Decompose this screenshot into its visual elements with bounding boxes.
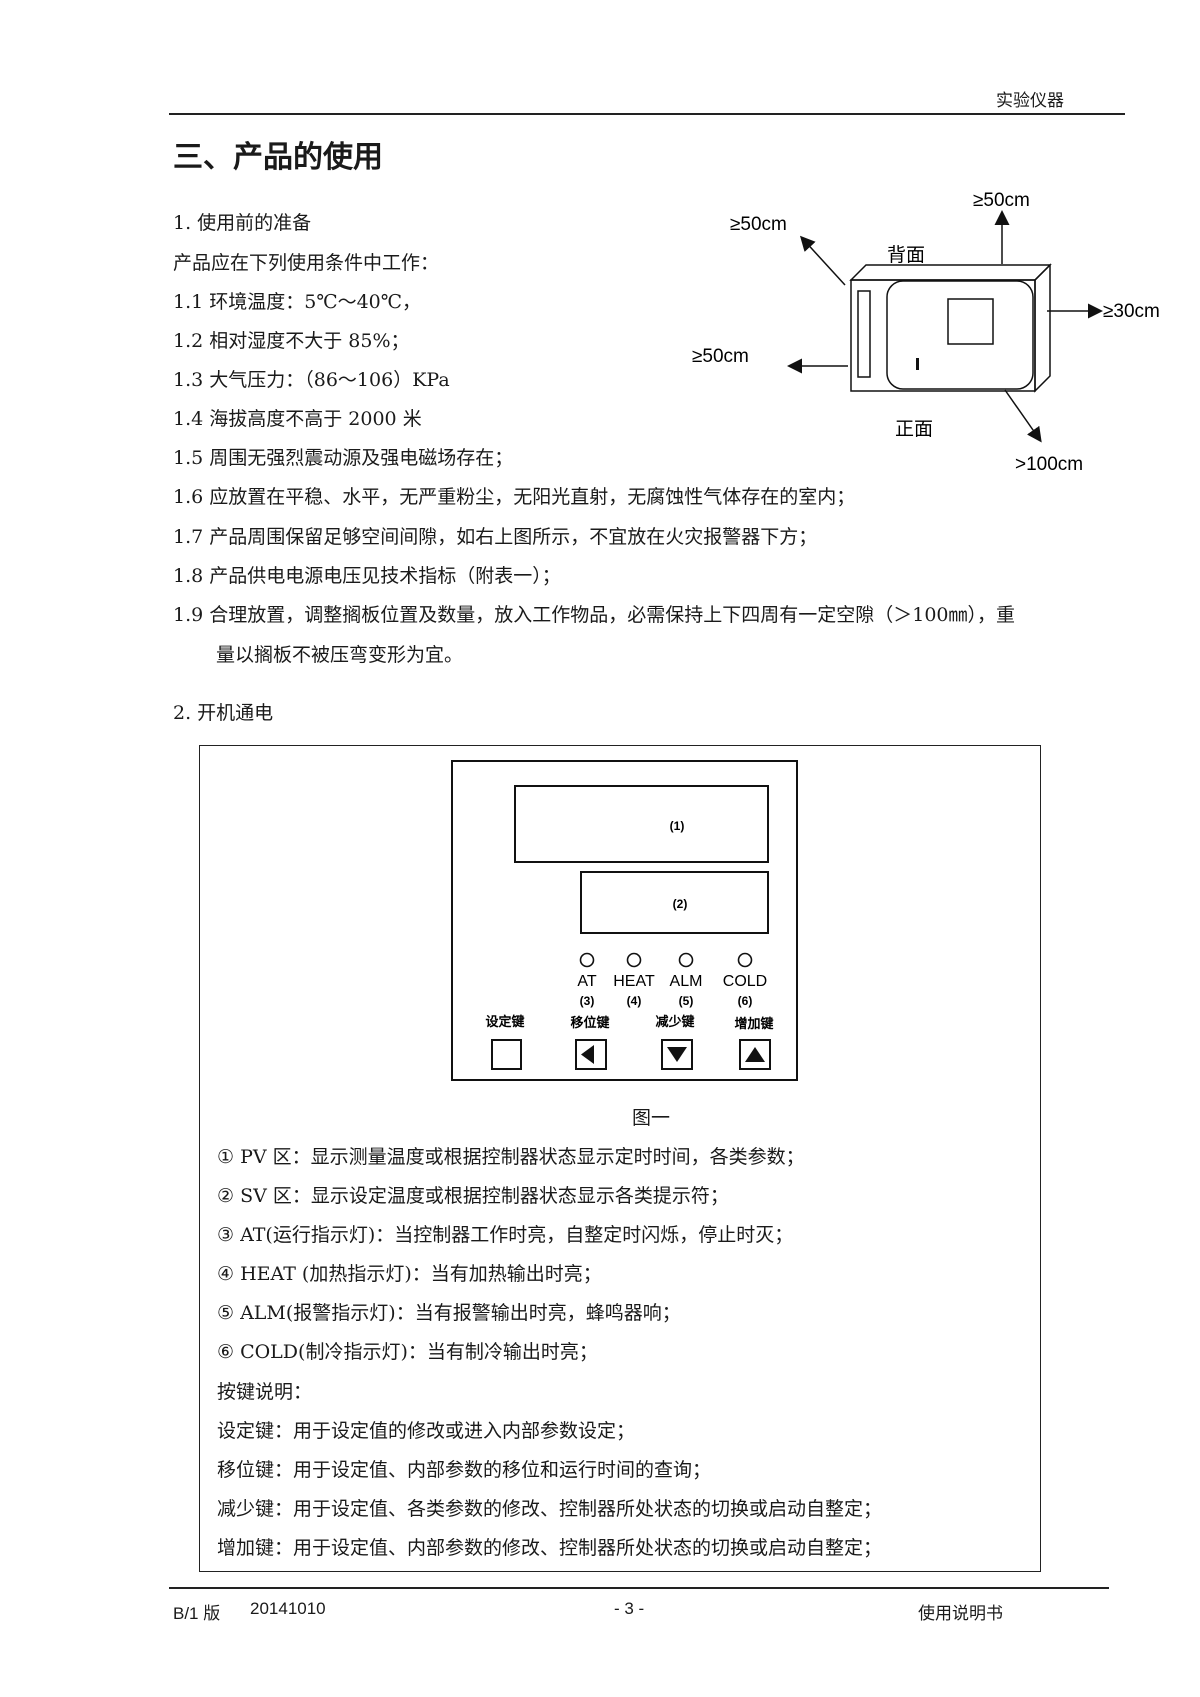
figure-frame: [199, 745, 1041, 1572]
up-key: [739, 1039, 771, 1070]
prep-heading: 1. 使用前的准备: [173, 212, 312, 234]
prep-intro: 产品应在下列使用条件中工作：: [173, 252, 440, 274]
header-label: 实验仪器: [996, 91, 1064, 111]
legend-sv: ② SV 区：显示设定温度或根据控制器状态显示各类提示符；: [217, 1185, 729, 1207]
arrow-back-left: [799, 235, 846, 286]
prep-item-1-5: 1.5 周围无强烈震动源及强电磁场存在；: [173, 447, 514, 469]
set-key: [491, 1039, 522, 1070]
heat-label: HEAT: [613, 973, 655, 990]
power-on-heading: 2. 开机通电: [173, 702, 274, 724]
shift-key-label: 移位键: [570, 1015, 609, 1030]
legend-cold: ⑥ COLD(制冷指示灯)：当有制冷输出时亮；: [217, 1341, 598, 1363]
up-key-label: 增加键: [734, 1016, 773, 1031]
prep-item-1-7: 1.7 产品周围保留足够空间间隙，如右上图所示，不宜放在火灾报警器下方；: [173, 526, 818, 548]
sv-display-label: (2): [673, 897, 688, 911]
at-indicator: [579, 952, 595, 968]
cold-label: COLD: [723, 973, 767, 990]
label-front: 正面: [895, 419, 933, 440]
prep-item-1-8: 1.8 产品供电电源电压见技术指标（附表一）；: [173, 565, 561, 587]
legend-up-key: 增加键：用于设定值、内部参数的修改、控制器所处状态的切换或启动自整定；: [217, 1537, 883, 1559]
pv-display: [514, 785, 769, 863]
footer-version: B/1 版: [173, 1604, 221, 1623]
label-right: ≥30cm: [1103, 301, 1160, 322]
label-back-left: ≥50cm: [730, 214, 787, 235]
legend-set-key: 设定键：用于设定值的修改或进入内部参数设定；: [217, 1420, 636, 1442]
figure-caption: 图一: [632, 1107, 671, 1129]
legend-pv: ① PV 区：显示测量温度或根据控制器状态显示定时时间，各类参数；: [217, 1146, 805, 1168]
door-handle: [916, 358, 919, 370]
down-arrow-icon: [667, 1047, 687, 1062]
legend-at: ③ AT(运行指示灯)：当控制器工作时亮，自整定时闪烁，停止时灭；: [217, 1224, 794, 1246]
panel-outline: [451, 760, 798, 1081]
prep-item-1-3: 1.3 大气压力：（86～106）KPa: [173, 369, 450, 391]
legend-heat: ④ HEAT (加热指示灯)：当有加热输出时亮；: [217, 1263, 602, 1285]
label-left: ≥50cm: [692, 346, 749, 367]
footer-doc-name: 使用说明书: [918, 1604, 1003, 1623]
label-back: 背面: [887, 244, 925, 266]
down-key-label: 减少键: [655, 1014, 694, 1029]
prep-item-1-6: 1.6 应放置在平稳、水平，无严重粉尘，无阳光直射，无腐蚀性气体存在的室内；: [173, 486, 856, 508]
page-number: - 3 -: [614, 1599, 645, 1618]
prep-item-1-9: 1.9 合理放置，调整搁板位置及数量，放入工作物品，必需保持上下四周有一定空隙（…: [173, 604, 1016, 626]
prep-item-1-1: 1.1 环境温度：5℃～40℃，: [173, 291, 422, 313]
shift-key: [575, 1039, 607, 1070]
footer-rule: [169, 1587, 1109, 1589]
control-panel-diagram: (1) (2) AT HEAT ALM COLD (3) (4) (5) (6)…: [451, 760, 798, 1081]
header-rule: [169, 113, 1125, 115]
pv-display-label: (1): [670, 819, 685, 833]
section-title: 三、产品的使用: [173, 140, 383, 175]
legend-alm: ⑤ ALM(报警指示灯)：当有报警输出时亮，蜂鸣器响；: [217, 1302, 681, 1324]
prep-item-1-9-cont: 量以搁板不被压弯变形为宜。: [216, 644, 464, 666]
up-arrow-icon: [745, 1047, 765, 1062]
legend-shift-key: 移位键：用于设定值、内部参数的移位和运行时间的查询；: [217, 1459, 712, 1481]
legend-down-key: 减少键：用于设定值、各类参数的修改、控制器所处状态的切换或启动自整定；: [217, 1498, 883, 1520]
heat-num: (4): [627, 994, 642, 1008]
cold-indicator: [737, 952, 753, 968]
label-top: ≥50cm: [973, 190, 1030, 211]
left-arrow-icon: [581, 1045, 594, 1064]
footer-date: 20141010: [250, 1599, 326, 1618]
prep-item-1-4: 1.4 海拔高度不高于 2000 米: [173, 408, 422, 430]
alm-num: (5): [679, 994, 694, 1008]
at-label: AT: [577, 973, 596, 990]
cabinet-outline: [849, 263, 1052, 393]
alm-label: ALM: [670, 973, 703, 990]
sv-display: [580, 871, 769, 934]
arrow-front: [1004, 389, 1042, 443]
at-num: (3): [580, 994, 595, 1008]
label-front-distance: >100cm: [1015, 454, 1083, 475]
cold-num: (6): [738, 994, 753, 1008]
keys-heading: 按键说明：: [217, 1381, 313, 1403]
down-key: [661, 1039, 693, 1070]
clearance-diagram: ≥50cm ≥50cm 背面 ≥30cm ≥50cm 正面 >100cm: [692, 190, 1160, 475]
set-key-label: 设定键: [485, 1014, 524, 1029]
prep-item-1-2: 1.2 相对湿度不大于 85%；: [173, 330, 410, 352]
heat-indicator: [626, 952, 642, 968]
alm-indicator: [678, 952, 694, 968]
